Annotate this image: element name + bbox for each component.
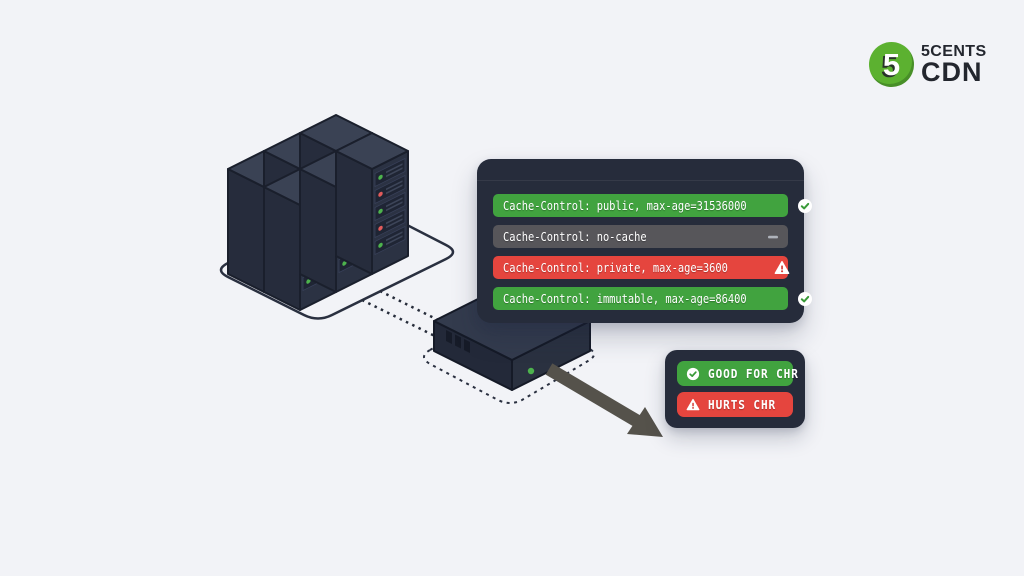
legend-label: GOOD FOR CHR xyxy=(708,366,799,381)
warning-triangle-icon xyxy=(686,398,700,412)
dash-icon xyxy=(765,229,781,245)
dotted-connection xyxy=(361,289,463,343)
logo-wordmark: 5CENTS CDN xyxy=(921,42,987,88)
logo-5-circle-icon: 5 xyxy=(869,42,914,87)
check-circle-icon xyxy=(797,291,813,307)
check-circle-icon xyxy=(797,198,813,214)
warning-triangle-icon xyxy=(774,260,790,276)
cache-header-row-public: Cache-Control: public, max-age=31536000 xyxy=(493,194,812,217)
device-vents xyxy=(446,330,470,353)
legend-badge-good: GOOD FOR CHR xyxy=(677,361,798,386)
cache-header-text: Cache-Control: immutable, max-age=86400 xyxy=(503,291,747,306)
logo-mark: 5 xyxy=(882,46,901,82)
request-arrow xyxy=(545,363,663,437)
cache-header-row-immutable: Cache-Control: immutable, max-age=86400 xyxy=(493,287,812,310)
cache-header-row-private: Cache-Control: private, max-age=3600 xyxy=(493,256,790,279)
legend-badge-bad: HURTS CHR xyxy=(677,392,793,417)
logo-name-bottom: CDN xyxy=(921,57,983,88)
cache-header-text: Cache-Control: no-cache xyxy=(503,229,647,244)
cache-header-text: Cache-Control: public, max-age=31536000 xyxy=(503,198,747,213)
cache-headers-panel: Cache-Control: public, max-age=31536000 … xyxy=(477,159,812,323)
device-led xyxy=(527,367,535,375)
legend-label: HURTS CHR xyxy=(708,397,777,412)
brand-logo: 5 5CENTS CDN xyxy=(869,42,987,87)
server-rack xyxy=(335,132,409,275)
cache-header-text: Cache-Control: private, max-age=3600 xyxy=(503,260,728,275)
logo-name-top: 5CENTS xyxy=(921,42,987,60)
legend-card: GOOD FOR CHR HURTS CHR xyxy=(665,350,805,428)
check-circle-icon xyxy=(686,367,700,381)
cache-header-row-no-cache: Cache-Control: no-cache xyxy=(493,225,788,248)
